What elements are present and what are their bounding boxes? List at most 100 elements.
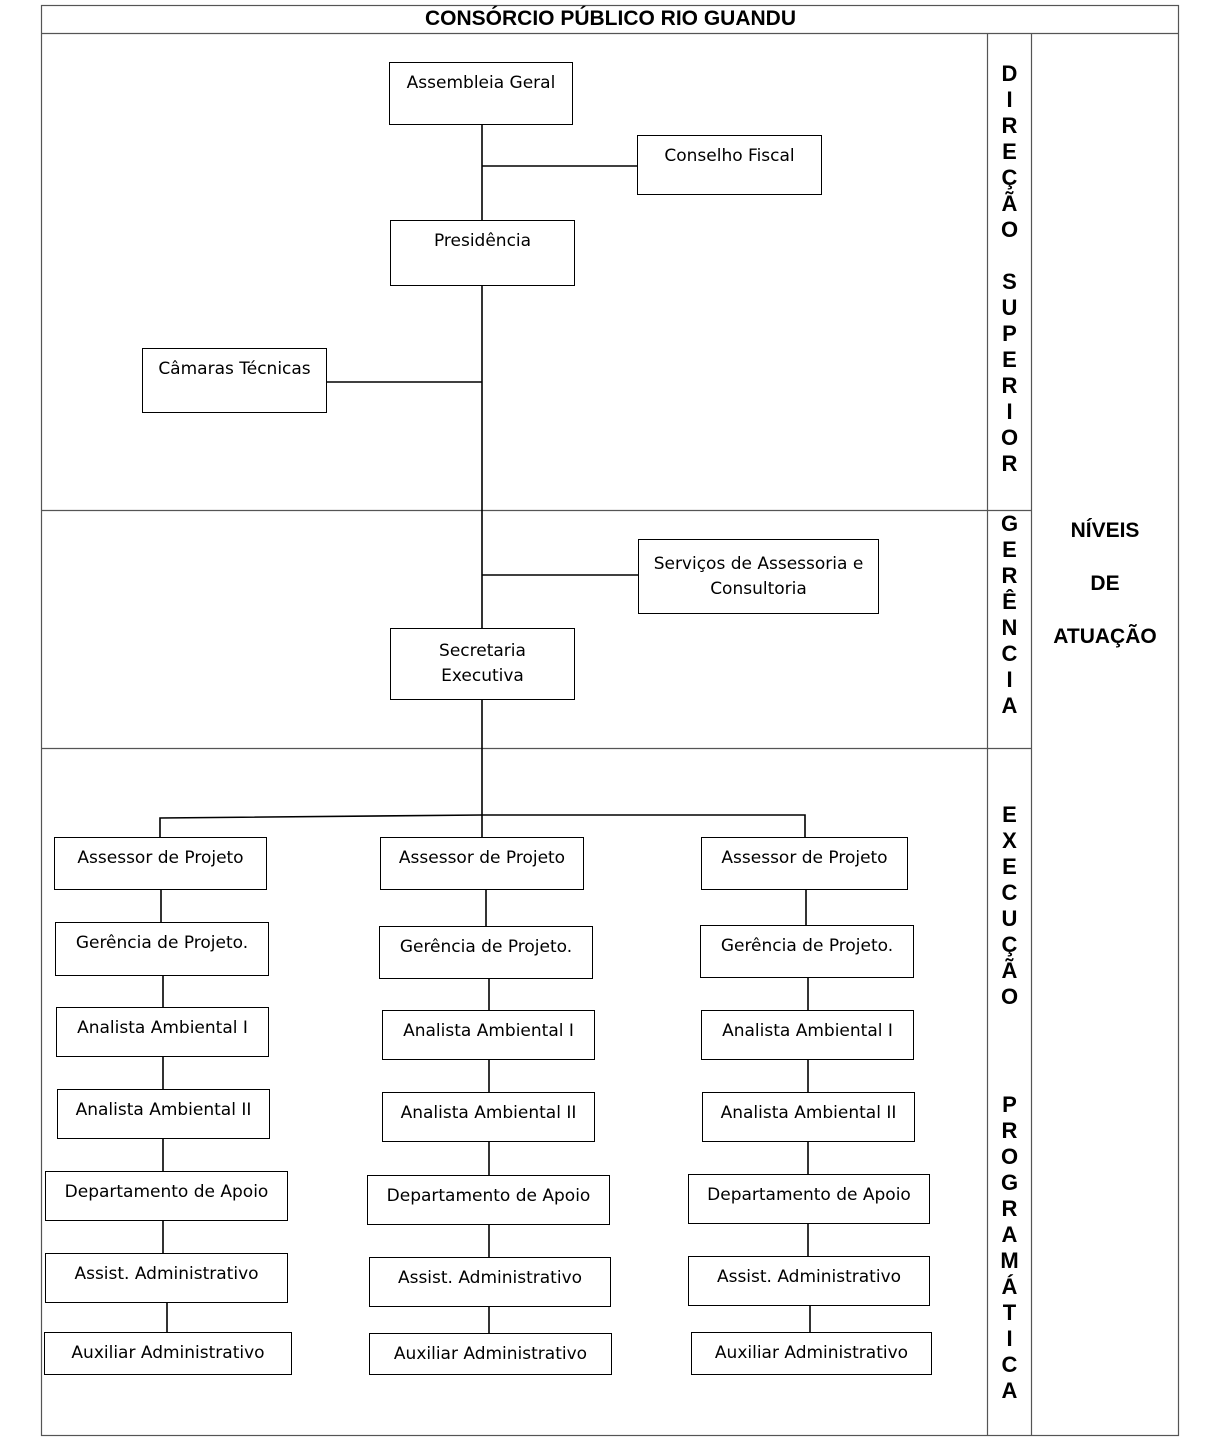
node-label: Analista Ambiental I bbox=[403, 1021, 574, 1041]
node-label-line1: Secretaria bbox=[439, 641, 526, 661]
node-col3-analista-1: Analista Ambiental I bbox=[701, 1010, 914, 1060]
node-col1-auxiliar: Auxiliar Administrativo bbox=[44, 1332, 292, 1375]
node-camaras-tecnicas: Câmaras Técnicas bbox=[142, 348, 327, 413]
node-label: Departamento de Apoio bbox=[386, 1186, 591, 1206]
vertical-letter: Ê bbox=[1002, 589, 1017, 614]
vertical-letter: I bbox=[1006, 1326, 1013, 1351]
levels-heading-line: DE bbox=[1090, 572, 1120, 595]
node-label-line1: Serviços de Assessoria e bbox=[653, 553, 864, 574]
node-label: Gerência de Projeto. bbox=[75, 933, 249, 953]
node-col3-assist: Assist. Administrativo bbox=[688, 1256, 930, 1306]
node-label-line2: Executiva bbox=[441, 666, 524, 686]
node-label: Auxiliar Administrativo bbox=[71, 1343, 265, 1363]
vertical-letter: U bbox=[1001, 906, 1018, 931]
node-conselho-fiscal: Conselho Fiscal bbox=[637, 135, 822, 195]
node-col2-analista-2: Analista Ambiental II bbox=[382, 1092, 595, 1142]
vertical-letter: G bbox=[1000, 1170, 1019, 1195]
vertical-letter: E bbox=[1002, 854, 1017, 879]
node-label: Assessor de Projeto bbox=[398, 848, 566, 868]
vertical-letter: A bbox=[1001, 1378, 1018, 1403]
node-col2-assessor: Assessor de Projeto bbox=[380, 837, 584, 890]
node-label: Departamento de Apoio bbox=[64, 1182, 269, 1202]
vertical-letter: S bbox=[1002, 269, 1017, 294]
node-label: Auxiliar Administrativo bbox=[393, 1344, 588, 1364]
vertical-letter: E bbox=[1002, 802, 1017, 827]
vertical-letter: Ç bbox=[1001, 932, 1018, 957]
node-label: Departamento de Apoio bbox=[707, 1185, 911, 1205]
vertical-letter: O bbox=[1000, 984, 1019, 1009]
node-col1-assessor: Assessor de Projeto bbox=[54, 837, 267, 890]
vertical-letter: R bbox=[1001, 563, 1018, 588]
vertical-letter: Ã bbox=[1001, 958, 1018, 983]
node-label: Assessor de Projeto bbox=[721, 848, 888, 868]
vertical-letter: A bbox=[1001, 693, 1018, 718]
vertical-letter: X bbox=[1002, 828, 1017, 853]
connector-branch-bar bbox=[159, 814, 806, 838]
vertical-letter: R bbox=[1001, 1118, 1018, 1143]
node-label: Assist. Administrativo bbox=[716, 1267, 902, 1287]
vertical-letter: T bbox=[1002, 1300, 1017, 1325]
vertical-letter: A bbox=[1001, 1222, 1018, 1247]
vertical-letter: R bbox=[1001, 451, 1018, 476]
vertical-label-direcao-superior: D I R E Ç Ã O S U P E R I O R bbox=[988, 61, 1031, 477]
node-label: Analista Ambiental II bbox=[720, 1103, 897, 1123]
vertical-letter: Ç bbox=[1001, 165, 1018, 190]
node-label: Conselho Fiscal bbox=[664, 146, 795, 166]
vertical-letter: D bbox=[1001, 61, 1018, 86]
node-label-line2: Consultoria bbox=[710, 578, 807, 599]
node-col2-analista-1: Analista Ambiental I bbox=[382, 1010, 595, 1060]
outer-border bbox=[40, 4, 1180, 1437]
node-col3-assessor: Assessor de Projeto bbox=[701, 837, 908, 890]
node-col2-auxiliar: Auxiliar Administrativo bbox=[369, 1333, 612, 1375]
node-col3-auxiliar: Auxiliar Administrativo bbox=[691, 1332, 932, 1375]
vertical-letter: O bbox=[1000, 425, 1019, 450]
node-col3-gerencia: Gerência de Projeto. bbox=[700, 925, 914, 978]
node-col2-assist: Assist. Administrativo bbox=[369, 1257, 611, 1307]
node-label: Assist. Administrativo bbox=[397, 1268, 583, 1288]
node-col1-gerencia: Gerência de Projeto. bbox=[55, 922, 269, 976]
node-assembleia-geral: Assembleia Geral bbox=[389, 62, 573, 125]
node-col3-departamento: Departamento de Apoio bbox=[688, 1174, 930, 1224]
vertical-letter: Ã bbox=[1001, 191, 1018, 216]
levels-heading: NÍVEIS DE ATUAÇÃO bbox=[1032, 504, 1178, 663]
node-label: Assist. Administrativo bbox=[74, 1264, 259, 1284]
vertical-letter: I bbox=[1006, 87, 1013, 112]
levels-heading-line: ATUAÇÃO bbox=[1053, 625, 1157, 648]
vertical-letter: G bbox=[1000, 511, 1019, 536]
vertical-letter: E bbox=[1002, 139, 1017, 164]
vertical-letter: P bbox=[1002, 1092, 1017, 1117]
node-servicos-assessoria: Serviços de Assessoria e Consultoria bbox=[638, 539, 879, 614]
vertical-label-execucao: E X E C U Ç Ã O bbox=[988, 802, 1031, 1010]
node-label: Assessor de Projeto bbox=[77, 848, 244, 868]
node-label: Auxiliar Administrativo bbox=[714, 1343, 909, 1363]
vertical-letter: N bbox=[1001, 615, 1018, 640]
vertical-label-programatica: P R O G R A M Á T I C A bbox=[988, 1092, 1031, 1404]
vertical-letter: O bbox=[1000, 1144, 1019, 1169]
vertical-letter: Á bbox=[1001, 1274, 1018, 1299]
vertical-letter: P bbox=[1002, 321, 1017, 346]
vertical-letter: O bbox=[1000, 217, 1019, 242]
vertical-letter: C bbox=[1001, 1352, 1018, 1377]
vertical-letter: R bbox=[1001, 373, 1018, 398]
node-col1-analista-1: Analista Ambiental I bbox=[56, 1007, 269, 1057]
node-col1-departamento: Departamento de Apoio bbox=[45, 1171, 288, 1221]
vertical-letter: U bbox=[1001, 295, 1018, 320]
vertical-letter: C bbox=[1001, 880, 1018, 905]
vertical-letter: E bbox=[1002, 347, 1017, 372]
vertical-label-gerencia: G E R Ê N C I A bbox=[988, 511, 1031, 719]
node-col1-assist: Assist. Administrativo bbox=[45, 1253, 288, 1303]
node-col1-analista-2: Analista Ambiental II bbox=[57, 1089, 270, 1139]
node-label: Câmaras Técnicas bbox=[158, 359, 311, 379]
node-col2-gerencia: Gerência de Projeto. bbox=[379, 926, 593, 979]
node-label: Analista Ambiental I bbox=[722, 1021, 893, 1041]
vertical-letter: I bbox=[1006, 399, 1013, 424]
node-col2-departamento: Departamento de Apoio bbox=[367, 1175, 610, 1225]
vertical-letter: I bbox=[1006, 667, 1013, 692]
chart-title: CONSÓRCIO PÚBLICO RIO GUANDU bbox=[424, 7, 796, 30]
node-label: Gerência de Projeto. bbox=[399, 937, 573, 957]
vertical-letter: M bbox=[1000, 1248, 1019, 1273]
node-label: Analista Ambiental II bbox=[400, 1103, 577, 1123]
node-label: Analista Ambiental I bbox=[77, 1018, 248, 1038]
node-label: Presidência bbox=[433, 231, 532, 251]
